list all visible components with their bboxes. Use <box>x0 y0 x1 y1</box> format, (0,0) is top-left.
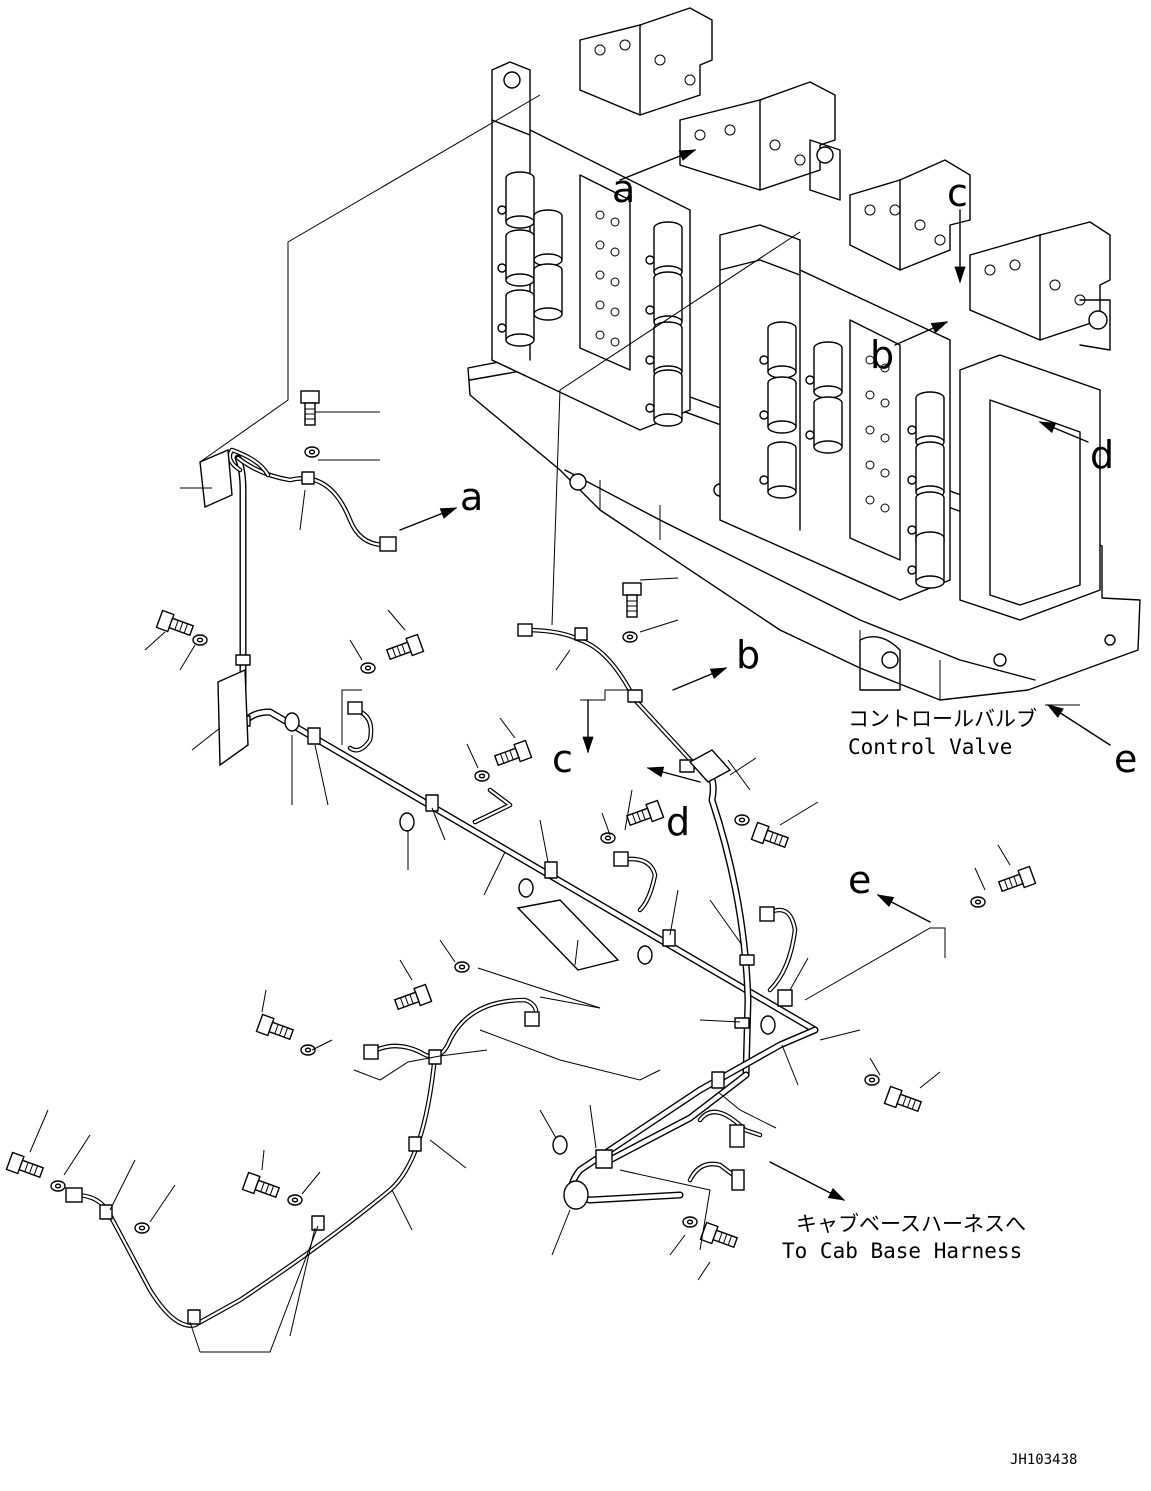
view-letter-a-top: a <box>612 167 635 211</box>
cab-harness-label-en: To Cab Base Harness <box>782 1239 1022 1263</box>
wiring-harness <box>65 447 819 1328</box>
leader-lines <box>29 94 1080 1353</box>
view-letter-e-wire: e <box>848 858 871 902</box>
view-letter-c-wire: c <box>552 737 573 781</box>
view-letter-b-top: b <box>870 333 894 377</box>
view-letter-e-top: e <box>1114 737 1137 781</box>
control-valve-label-jp: コントロールバルブ <box>848 707 1037 731</box>
view-letter-a-wire: a <box>460 475 483 519</box>
view-letter-b-wire: b <box>736 633 760 677</box>
view-letter-d-wire: d <box>666 800 690 844</box>
view-letter-c-top: c <box>947 171 968 215</box>
control-valve-label-en: Control Valve <box>848 735 1012 759</box>
view-letter-d-top: d <box>1090 433 1114 477</box>
control-valve-assembly <box>467 7 1141 701</box>
view-arrows <box>399 149 1111 1201</box>
reference-number: JH103438 <box>1010 1452 1077 1468</box>
cab-harness-label-jp: キャブベースハーネスへ <box>796 1212 1026 1236</box>
